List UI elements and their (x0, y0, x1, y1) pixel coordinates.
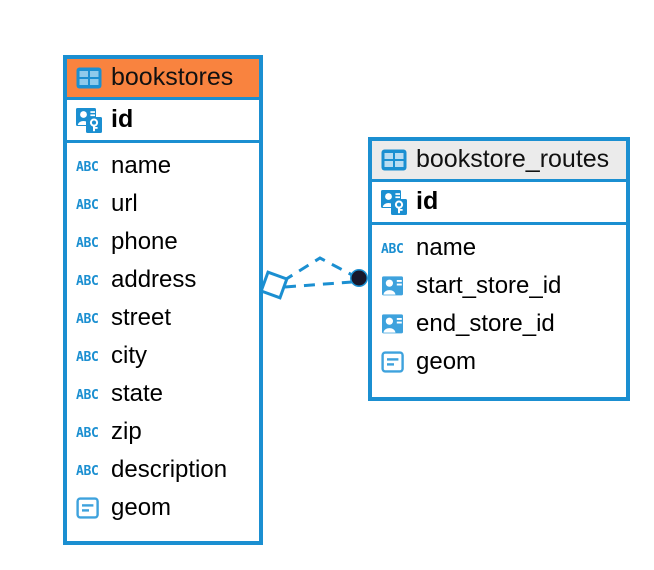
primary-key-icon (76, 107, 102, 133)
text-field-icon: ABC (76, 388, 99, 403)
primary-key-label: id (111, 105, 134, 133)
field-row[interactable]: ABC city (67, 337, 259, 375)
foreign-key-icon (382, 276, 403, 296)
field-row[interactable]: geom (372, 343, 626, 381)
entity-field-list: ABC name start_store_id (372, 225, 626, 386)
filled-circle-marker[interactable] (350, 269, 368, 287)
entity-header-bookstores[interactable]: bookstores (67, 59, 259, 100)
field-row[interactable]: ABC street (67, 299, 259, 337)
field-name-label: url (111, 190, 138, 218)
text-field-icon: ABC (76, 274, 99, 289)
entity-primary-key-row[interactable]: id (372, 182, 626, 225)
field-row[interactable]: geom (67, 489, 259, 527)
entity-header-bookstore-routes[interactable]: bookstore_routes (372, 141, 626, 182)
svg-text:ABC: ABC (76, 160, 99, 175)
field-name-label: geom (416, 348, 477, 376)
svg-text:ABC: ABC (76, 388, 99, 403)
field-name-label: name (416, 234, 477, 262)
text-field-icon: ABC (76, 198, 99, 213)
field-name-label: end_store_id (416, 310, 555, 338)
geometry-field-icon (76, 497, 99, 519)
field-row[interactable]: ABC zip (67, 413, 259, 451)
field-row[interactable]: ABC name (67, 147, 259, 185)
entity-table-bookstore-routes[interactable]: bookstore_routes id ABC name (368, 137, 630, 401)
svg-text:ABC: ABC (76, 464, 99, 479)
field-name-label: geom (111, 494, 172, 522)
field-row[interactable]: ABC name (372, 229, 626, 267)
field-name-label: start_store_id (416, 272, 562, 300)
primary-key-label: id (416, 187, 439, 215)
svg-text:ABC: ABC (76, 350, 99, 365)
text-field-icon: ABC (76, 160, 99, 175)
field-row[interactable]: ABC address (67, 261, 259, 299)
foreign-key-icon (382, 314, 403, 334)
field-row[interactable]: start_store_id (372, 267, 626, 305)
entity-name-label: bookstore_routes (416, 145, 610, 173)
primary-key-icon (381, 189, 407, 215)
text-field-icon: ABC (76, 350, 99, 365)
field-row[interactable]: end_store_id (372, 305, 626, 343)
table-icon (381, 149, 407, 170)
entity-table-bookstores[interactable]: bookstores id ABC name (63, 55, 263, 545)
field-name-label: address (111, 266, 197, 294)
field-name-label: description (111, 456, 228, 484)
table-icon (76, 67, 102, 88)
field-name-label: zip (111, 418, 142, 446)
field-row[interactable]: ABC url (67, 185, 259, 223)
text-field-icon: ABC (381, 242, 404, 257)
relationship-line-upper (282, 256, 357, 283)
svg-text:ABC: ABC (76, 198, 99, 213)
entity-name-label: bookstores (111, 63, 234, 91)
entity-primary-key-row[interactable]: id (67, 100, 259, 143)
svg-text:ABC: ABC (76, 236, 99, 251)
field-row[interactable]: ABC phone (67, 223, 259, 261)
relationship-line-lower (284, 280, 353, 289)
field-name-label: state (111, 380, 164, 408)
text-field-icon: ABC (76, 236, 99, 251)
field-row[interactable]: ABC description (67, 451, 259, 489)
field-name-label: street (111, 304, 172, 332)
field-name-label: city (111, 342, 147, 370)
text-field-icon: ABC (76, 426, 99, 441)
svg-text:ABC: ABC (76, 426, 99, 441)
field-name-label: phone (111, 228, 178, 256)
text-field-icon: ABC (76, 312, 99, 327)
field-row[interactable]: ABC state (67, 375, 259, 413)
diamond-marker[interactable] (259, 270, 289, 300)
svg-text:ABC: ABC (381, 242, 404, 257)
geometry-field-icon (381, 351, 404, 373)
field-name-label: name (111, 152, 172, 180)
svg-text:ABC: ABC (76, 312, 99, 327)
svg-text:ABC: ABC (76, 274, 99, 289)
entity-field-list: ABC name ABC url ABC phone ABC (67, 143, 259, 532)
text-field-icon: ABC (76, 464, 99, 479)
